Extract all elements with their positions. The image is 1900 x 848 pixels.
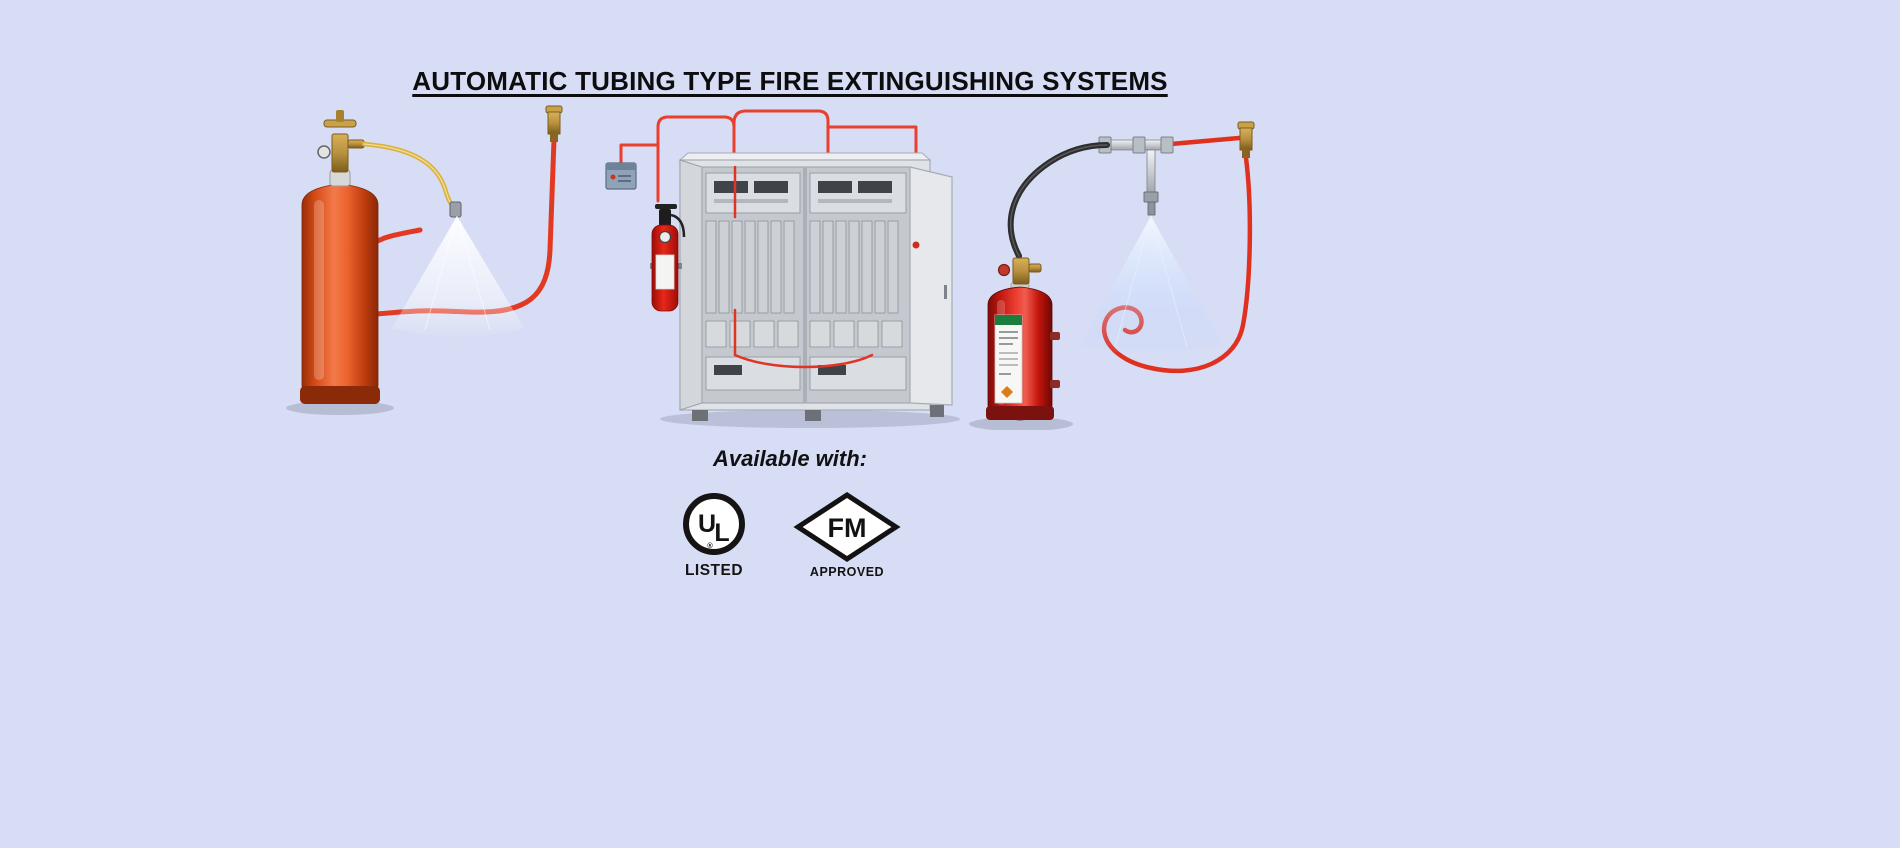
title-row: AUTOMATIC TUBING TYPE FIRE EXTINGUISHING… — [0, 66, 1580, 97]
right-system-illustration — [969, 121, 1255, 430]
manifold-pipe — [1098, 136, 1174, 216]
cylinder-shadow — [969, 417, 1073, 430]
ul-mark-icon: U L ® LISTED — [683, 493, 745, 579]
valve-icon — [997, 257, 1042, 292]
certification-logos: U L ® LISTED FM APPROVED — [0, 492, 1580, 580]
fm-mark-icon: FM APPROVED — [793, 492, 901, 579]
black-hose — [1007, 142, 1110, 259]
spray-cone — [1080, 216, 1223, 354]
spray-line — [424, 215, 491, 331]
fm-letters: FM — [828, 513, 867, 543]
interior-tubing — [733, 165, 874, 369]
yellow-tube-highlight — [363, 143, 457, 209]
control-box-icon — [605, 162, 637, 190]
mini-extinguisher-icon — [650, 204, 686, 312]
left-system-illustration — [286, 105, 563, 415]
end-nozzle-icon — [1237, 121, 1255, 158]
black-hose-highlight — [1010, 144, 1108, 257]
fm-approved-logo: FM APPROVED — [792, 492, 902, 580]
fm-caption: APPROVED — [810, 565, 884, 579]
electrical-cabinet — [678, 152, 953, 421]
availability-row: Available with: — [0, 446, 1580, 472]
ul-listed-logo: U L ® LISTED — [678, 492, 750, 580]
red-cylinder — [986, 286, 1060, 421]
door-tubing-fitting — [912, 241, 920, 249]
spray-line — [1114, 215, 1188, 348]
orange-cylinder — [300, 169, 380, 404]
end-nozzle-icon — [545, 105, 563, 142]
valve-icon — [317, 110, 365, 173]
center-cabinet-illustration — [605, 109, 960, 428]
ul-letter-l: L — [714, 519, 729, 547]
cylinder-shadow — [286, 401, 394, 415]
ul-registered-mark: ® — [707, 541, 713, 550]
spray-cone — [392, 216, 524, 337]
ul-letter-u: U — [698, 510, 716, 538]
ul-caption: LISTED — [685, 562, 743, 579]
availability-label: Available with: — [712, 446, 868, 471]
page-title: AUTOMATIC TUBING TYPE FIRE EXTINGUISHING… — [412, 66, 1168, 96]
spray-nozzle-icon — [449, 201, 462, 218]
